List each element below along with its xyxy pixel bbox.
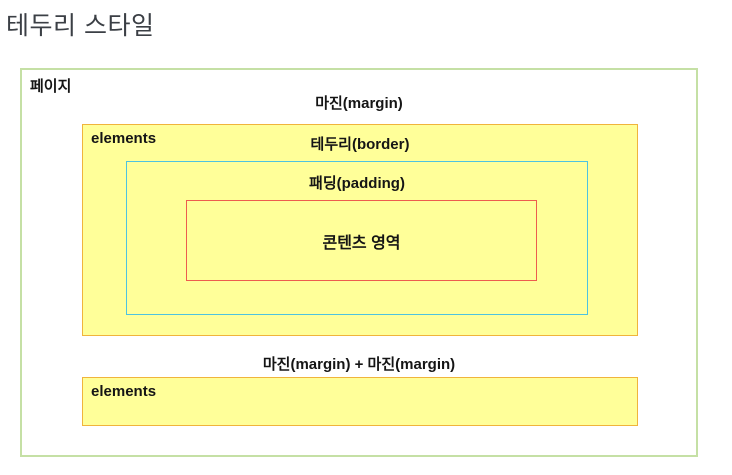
caption-margin-plus-margin: 마진(margin) + 마진(margin) — [262, 356, 456, 373]
page-box: 페이지 마진(margin) elements 테두리(border) 패딩(p… — [20, 68, 698, 457]
elements-box-top: elements 테두리(border) 패딩(padding) 콘텐츠 영역 — [82, 124, 638, 336]
elements-box-top-label: elements — [91, 130, 157, 147]
elements-box-bottom: elements — [82, 377, 638, 426]
content-box: 콘텐츠 영역 — [186, 200, 537, 281]
page-title: 테두리 스타일 — [6, 12, 155, 40]
caption-border: 테두리(border) — [310, 136, 410, 153]
padding-box: 패딩(padding) 콘텐츠 영역 — [126, 161, 588, 315]
content-box-label: 콘텐츠 영역 — [322, 234, 401, 252]
caption-padding: 패딩(padding) — [309, 175, 405, 192]
elements-box-bottom-label: elements — [91, 383, 157, 400]
page-box-label: 페이지 — [30, 78, 72, 95]
caption-margin: 마진(margin) — [315, 95, 403, 112]
